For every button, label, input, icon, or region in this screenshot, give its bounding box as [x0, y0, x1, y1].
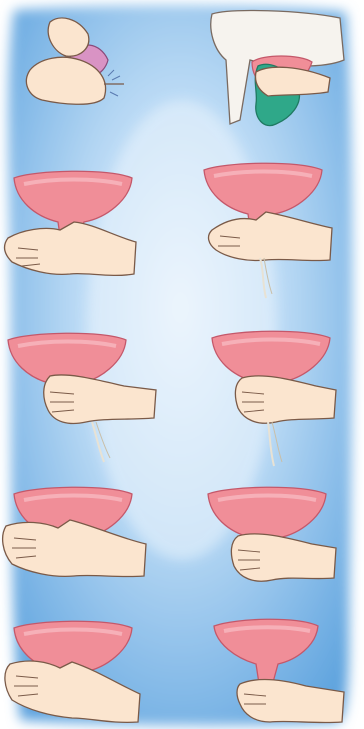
milking-instruction-illustration	[0, 0, 364, 729]
illustration-canvas	[0, 0, 364, 729]
